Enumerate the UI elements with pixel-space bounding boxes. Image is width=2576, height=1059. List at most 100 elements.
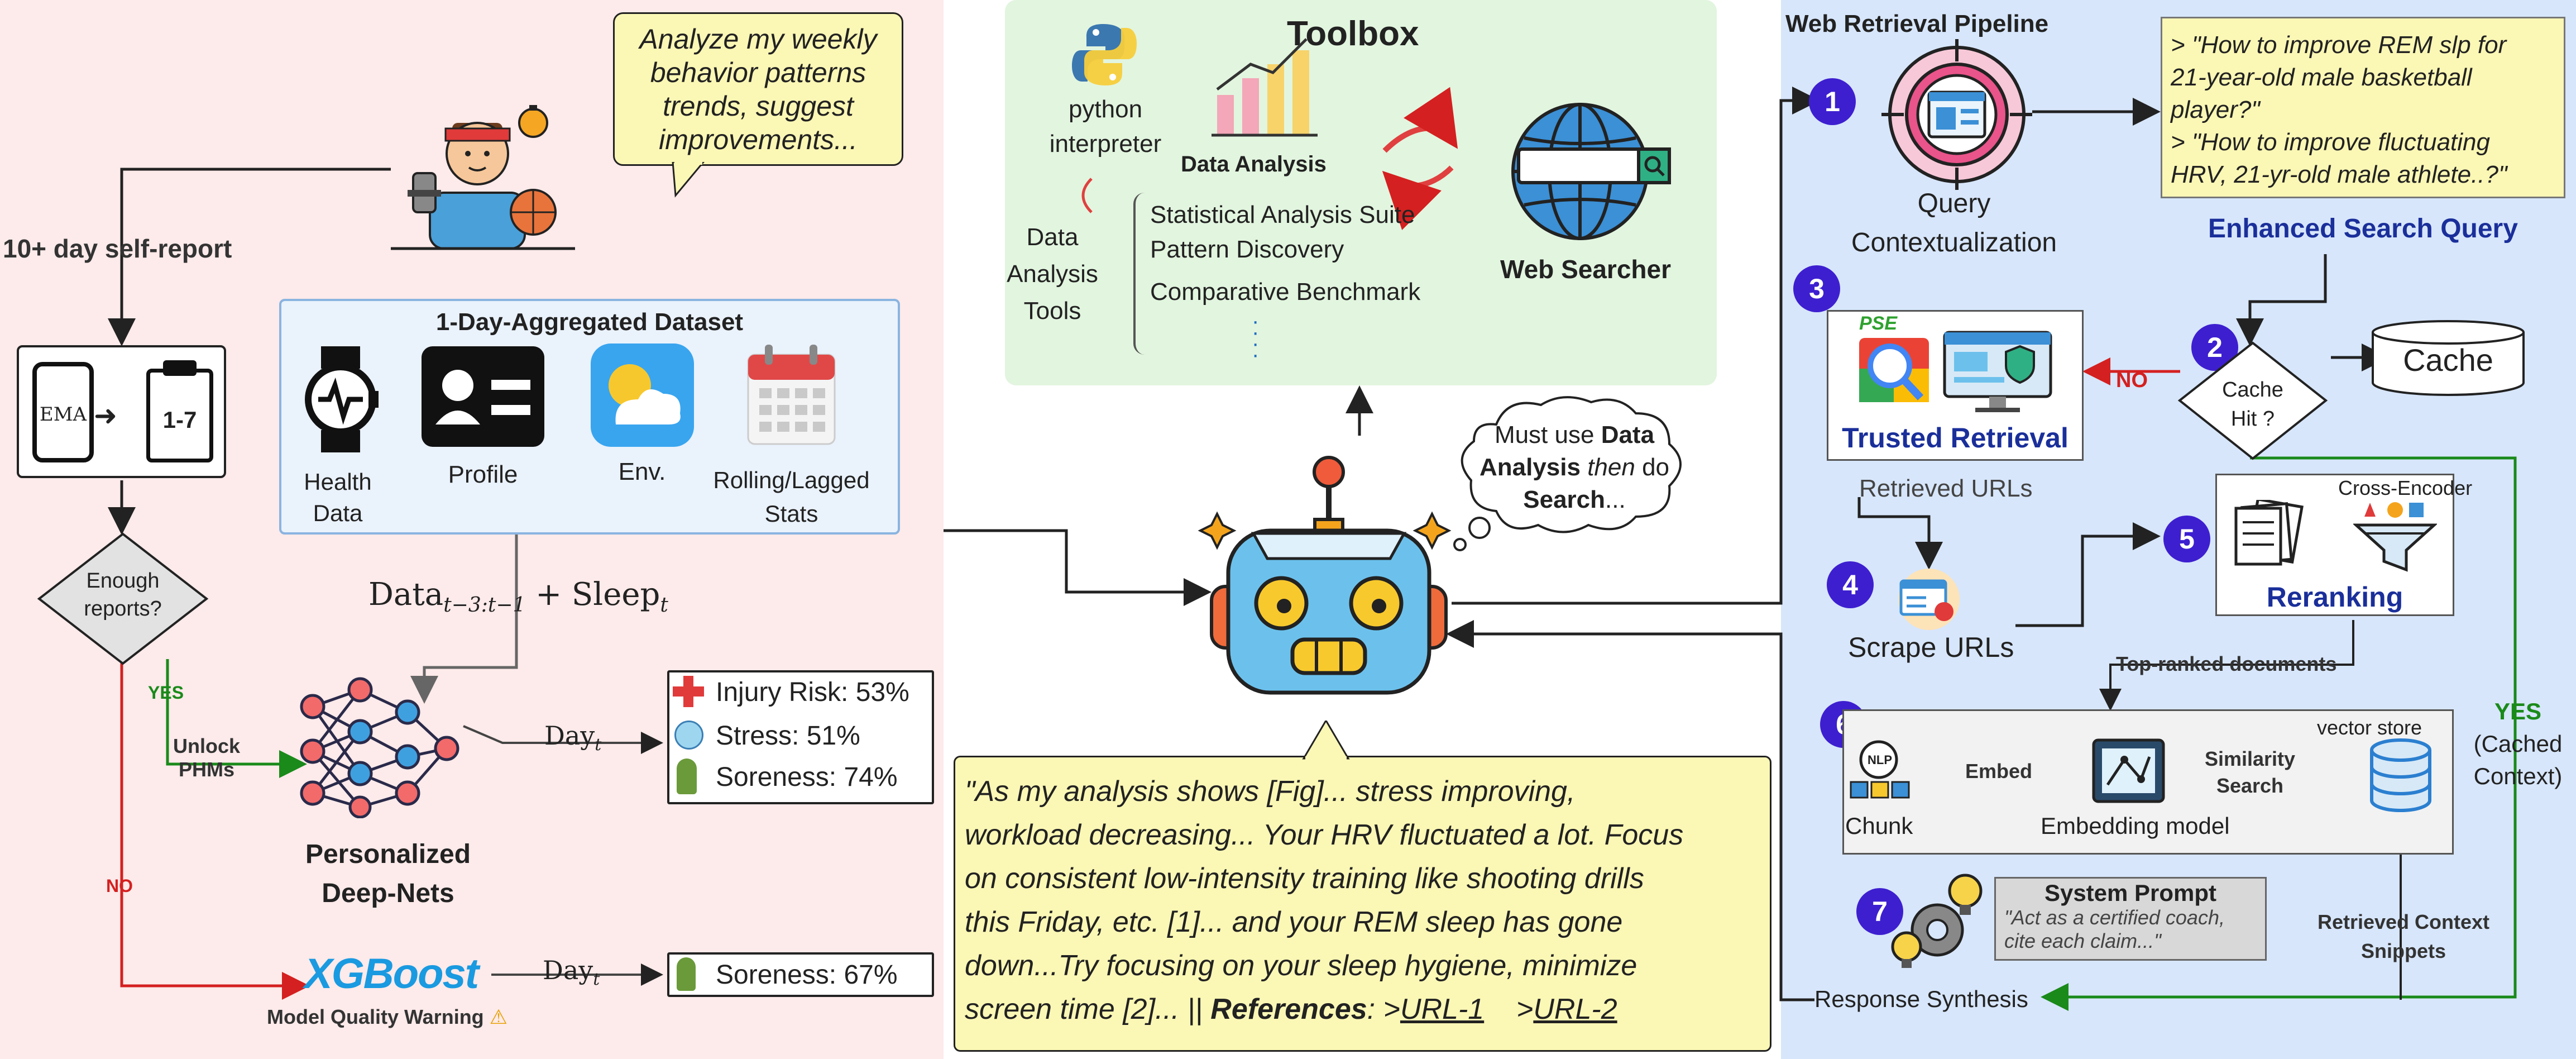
- day-sub: t: [595, 735, 602, 755]
- python-icon: [1072, 24, 1137, 85]
- scale-label: 1-7: [162, 407, 197, 433]
- thought-cloud: [1453, 396, 1682, 551]
- xgb-output: Soreness: 67%: [716, 960, 898, 990]
- tool-brace: [1133, 193, 1147, 355]
- scrape-urls-label: Scrape URLs: [1848, 632, 2014, 663]
- unlock-label: Unlock PHMs: [173, 734, 241, 781]
- url-gap: >: [1484, 993, 1534, 1025]
- toolbox-title: Toolbox: [1287, 15, 1419, 53]
- embedding-model-icon: [2092, 738, 2165, 803]
- xgb-output-box: [667, 952, 934, 997]
- tool-pattern: Pattern Discovery: [1150, 236, 1344, 263]
- secure-monitor-icon: [1943, 331, 2052, 412]
- cache-label: Cache: [2403, 342, 2493, 378]
- dataset-item-profile: Profile: [448, 461, 518, 488]
- python-label: python interpreter: [1049, 96, 1162, 158]
- day-label-1: Dayt: [544, 721, 601, 755]
- response-tail-text: screen time [2]... ||: [965, 993, 1211, 1025]
- response-line-3: on consistent low-intensity training lik…: [965, 862, 1644, 895]
- day-sub-2: t: [593, 970, 600, 990]
- query-line-1: > "How to improve REM slp for: [2171, 31, 2507, 59]
- chunk-label: Chunk: [1845, 813, 1913, 839]
- dataset-item-env: Env.: [618, 458, 666, 485]
- yes-cached-yes: YES: [2494, 698, 2542, 724]
- output-soreness: Soreness: 74%: [716, 762, 898, 792]
- cache-cylinder: [2372, 320, 2525, 396]
- thought-part-1: Must use: [1494, 421, 1601, 449]
- phone-icon: [32, 362, 94, 462]
- embedding-model-label: Embedding model: [2041, 813, 2230, 839]
- system-prompt-box: [1994, 877, 2267, 961]
- yes-cached-label: YES (Cached Context): [2462, 695, 2574, 793]
- system-prompt-title: System Prompt: [2044, 880, 2217, 906]
- clipboard-clip-icon: [163, 360, 197, 376]
- formula-sleep: + Sleep: [525, 576, 660, 613]
- url-1-link[interactable]: URL-1: [1400, 993, 1485, 1025]
- outputs-box: [667, 670, 934, 804]
- agent-response-box: [954, 756, 1771, 1052]
- neural-network-icon: [300, 677, 459, 818]
- tool-more-ellipsis: ····: [1252, 309, 1260, 367]
- dataset-item-health: Health Data: [304, 469, 372, 526]
- speech-tail: [672, 162, 705, 198]
- query-line-5: HRV, 21-yr-old male athlete..?": [2171, 161, 2507, 188]
- query-line-2: 21-year-old male basketball: [2171, 64, 2472, 91]
- day-label-2: Dayt: [543, 955, 600, 989]
- model-warning: Model Quality Warning ⚠: [267, 1005, 507, 1029]
- pipeline-title: Web Retrieval Pipeline: [1785, 10, 2049, 37]
- response-line-5: down...Try focusing on your sleep hygien…: [965, 950, 1637, 982]
- formula-sub2: t: [660, 594, 668, 617]
- dataset-title: 1-Day-Aggregated Dataset: [435, 308, 744, 336]
- gears-bulb-icon: [1891, 874, 1983, 968]
- chart-icon: [1212, 38, 1318, 137]
- network-label: Personalized Deep-Nets: [305, 839, 471, 908]
- thought-part-6: Search: [1523, 486, 1606, 513]
- thought-part-7: ...: [1605, 486, 1626, 513]
- step-1-badge: 1: [1809, 78, 1856, 125]
- web-searcher-label: Web Searcher: [1500, 255, 1671, 284]
- arrow-icon: ➜: [94, 400, 117, 431]
- user-speech-bubble: [613, 12, 903, 166]
- documents-icon: [2234, 500, 2304, 566]
- response-line-4: this Friday, etc. [1]... and your REM sl…: [965, 906, 1623, 938]
- response-line-2: workload decreasing... Your HRV fluctuat…: [965, 819, 1684, 851]
- step-5-badge: 5: [2163, 516, 2210, 562]
- ema-label: EMA: [39, 403, 87, 426]
- thought-text: Must use Data Analysis then do Search...: [1468, 419, 1680, 516]
- athlete-icon: [391, 105, 575, 250]
- url-2-link[interactable]: URL-2: [1533, 993, 1617, 1025]
- target-icon: [1881, 39, 2032, 190]
- xgboost-logo: XGBoost: [304, 950, 479, 998]
- thought-part-2: Data: [1601, 421, 1655, 449]
- cache-hit-diamond: [2177, 341, 2328, 460]
- system-prompt-line-1: "Act as a certified coach,: [2004, 906, 2225, 929]
- thought-part-4: then: [1580, 454, 1635, 481]
- data-analysis-label: Data Analysis: [1181, 152, 1327, 176]
- scrape-icon: [1898, 569, 1960, 630]
- nlp-label: NLP: [1868, 753, 1892, 767]
- profile-icon: [422, 346, 544, 447]
- trusted-label: Trusted Retrieval: [1842, 422, 2069, 454]
- tool-benchmark: Comparative Benchmark: [1150, 278, 1421, 306]
- yes-cached-line-3: Context): [2473, 763, 2563, 789]
- response-line-1: "As my analysis shows [Fig]... stress im…: [965, 775, 1576, 808]
- response-synthesis-label: Response Synthesis: [1814, 986, 2028, 1012]
- globe-search-icon: [1511, 103, 1671, 240]
- vector-store-icon: [2370, 738, 2431, 812]
- agent-response-text: "As my analysis shows [Fig]... stress im…: [965, 770, 1769, 1031]
- nlp-chunk-icon: [1850, 740, 1910, 799]
- robot-icon: [1198, 456, 1452, 695]
- query-line-4: > "How to improve fluctuating: [2171, 128, 2490, 156]
- retrieved-urls-label: Retrieved URLs: [1859, 475, 2033, 502]
- cache-no-label: NO: [2116, 369, 2148, 392]
- thought-part-5: do: [1635, 454, 1670, 481]
- query-line-3: player?": [2171, 96, 2260, 123]
- input-formula: Datat−3:t−1 + Sleept: [368, 576, 668, 617]
- queries-box: [2161, 17, 2565, 198]
- user-speech-text: Analyze my weekly behavior patterns tren…: [639, 23, 877, 155]
- step-4-badge: 4: [1827, 561, 1874, 608]
- step-7-badge: 7: [1856, 888, 1903, 935]
- data-analysis-tools-label: Data Analysis Tools: [1007, 223, 1098, 325]
- warning-icon: ⚠: [489, 1005, 507, 1028]
